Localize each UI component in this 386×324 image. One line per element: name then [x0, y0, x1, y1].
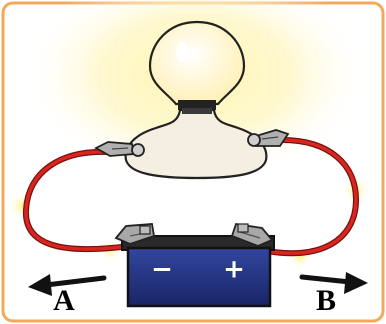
battery-icon: − +: [121, 235, 275, 308]
light-bulb-icon: [124, 20, 268, 180]
alligator-clip-icon: [230, 222, 274, 247]
wire-right: [259, 137, 360, 257]
arrow-left-icon: [28, 274, 107, 296]
arrow-right-icon: [299, 272, 368, 294]
bulb-socket: [124, 108, 268, 180]
battery-positive-sign: +: [223, 255, 245, 285]
label-a: A: [53, 284, 75, 317]
label-b: B: [316, 284, 336, 317]
alligator-clip-icon: [114, 223, 156, 245]
wire-left: [22, 148, 133, 253]
glow-spot-battery-right: [288, 245, 312, 269]
alligator-clip-icon: [94, 141, 145, 157]
battery-body: [126, 246, 272, 308]
glow-spot-left: [8, 192, 36, 220]
battery-negative-sign: −: [151, 255, 173, 285]
alligator-clip-icon: [247, 129, 290, 147]
